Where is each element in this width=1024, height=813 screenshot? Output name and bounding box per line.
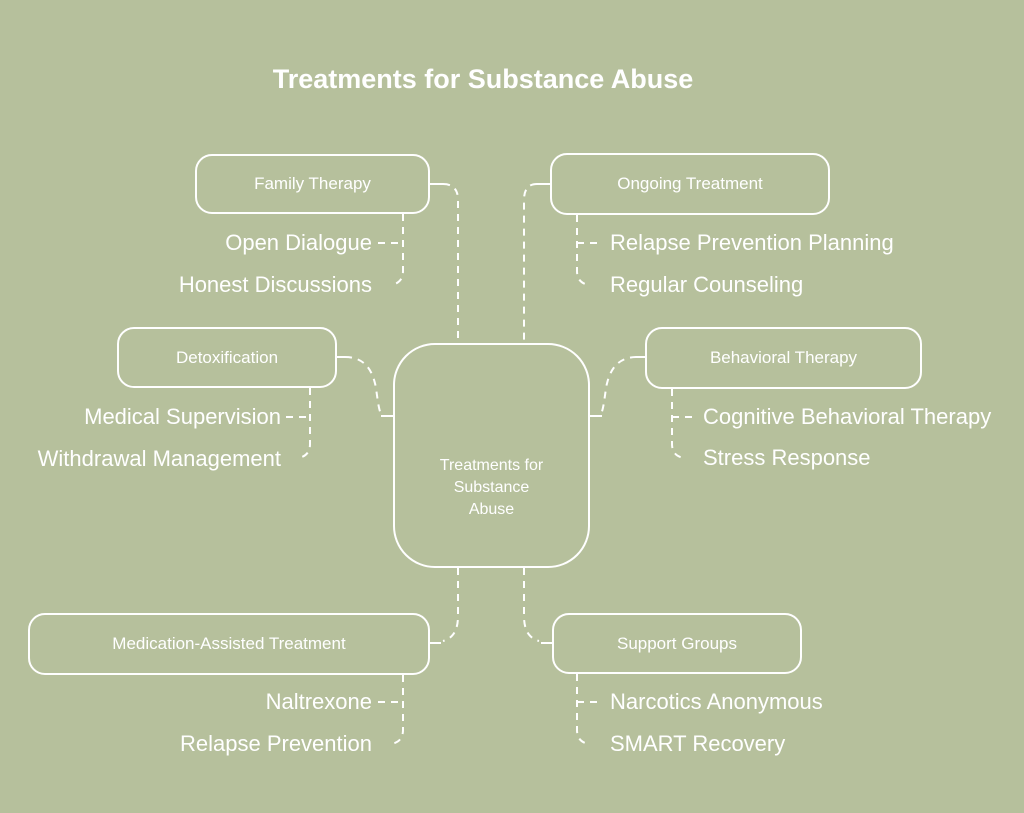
node-family-therapy: Family Therapy (195, 154, 430, 214)
center-node-line: Abuse (468, 501, 515, 518)
center-node: Treatments for Substance Abuse (393, 343, 590, 568)
connector-behavioral-children (671, 389, 685, 459)
connector-detox-to-center (344, 356, 382, 415)
leaf-medical-supervision: Medical Supervision (84, 404, 281, 429)
connector-ongoing-children (576, 215, 590, 286)
leaf-smart-recovery: SMART Recovery (610, 731, 786, 756)
center-node-line: Substance (453, 479, 530, 496)
node-support-groups: Support Groups (552, 613, 802, 674)
node-behavioral-therapy: Behavioral Therapy (645, 327, 922, 389)
leaf-cognitive-behavioral-therapy: Cognitive Behavioral Therapy (703, 404, 992, 429)
node-medication-assisted-treatment-label: Medication-Assisted Treatment (112, 634, 346, 653)
connector-medassist-children (390, 675, 404, 745)
node-medication-assisted-treatment: Medication-Assisted Treatment (28, 613, 430, 675)
diagram-title: Treatments for Substance Abuse (272, 64, 694, 94)
connector-family-children (390, 214, 404, 286)
node-detoxification: Detoxification (117, 327, 337, 388)
node-ongoing-treatment-label: Ongoing Treatment (617, 174, 763, 193)
leaf-stress-response: Stress Response (703, 445, 871, 470)
leaf-withdrawal-management: Withdrawal Management (37, 446, 281, 471)
leaf-narcotics-anonymous: Narcotics Anonymous (610, 689, 823, 714)
node-ongoing-treatment: Ongoing Treatment (550, 153, 830, 215)
connector-behavioral-to-center (600, 356, 638, 415)
connector-center-to-medassist (442, 568, 459, 642)
connector-support-children (576, 674, 590, 745)
node-family-therapy-label: Family Therapy (254, 174, 371, 193)
connector-detox-children (297, 388, 311, 459)
leaf-relapse-prevention: Relapse Prevention (179, 731, 372, 756)
leaf-regular-counseling: Regular Counseling (610, 272, 804, 297)
leaf-open-dialogue: Open Dialogue (225, 230, 372, 255)
connector-family-to-center (442, 183, 459, 343)
leaf-relapse-prevention-planning: Relapse Prevention Planning (610, 230, 894, 255)
leaf-honest-discussions: Honest Discussions (178, 272, 372, 297)
connector-ongoing-to-center (523, 183, 538, 343)
node-behavioral-therapy-label: Behavioral Therapy (709, 348, 858, 367)
node-support-groups-label: Support Groups (616, 633, 737, 653)
connector-center-to-support (523, 568, 540, 642)
leaf-naltrexone: Naltrexone (265, 689, 372, 714)
center-node-line: Treatments for (439, 457, 544, 474)
node-detoxification-label: Detoxification (175, 347, 279, 367)
